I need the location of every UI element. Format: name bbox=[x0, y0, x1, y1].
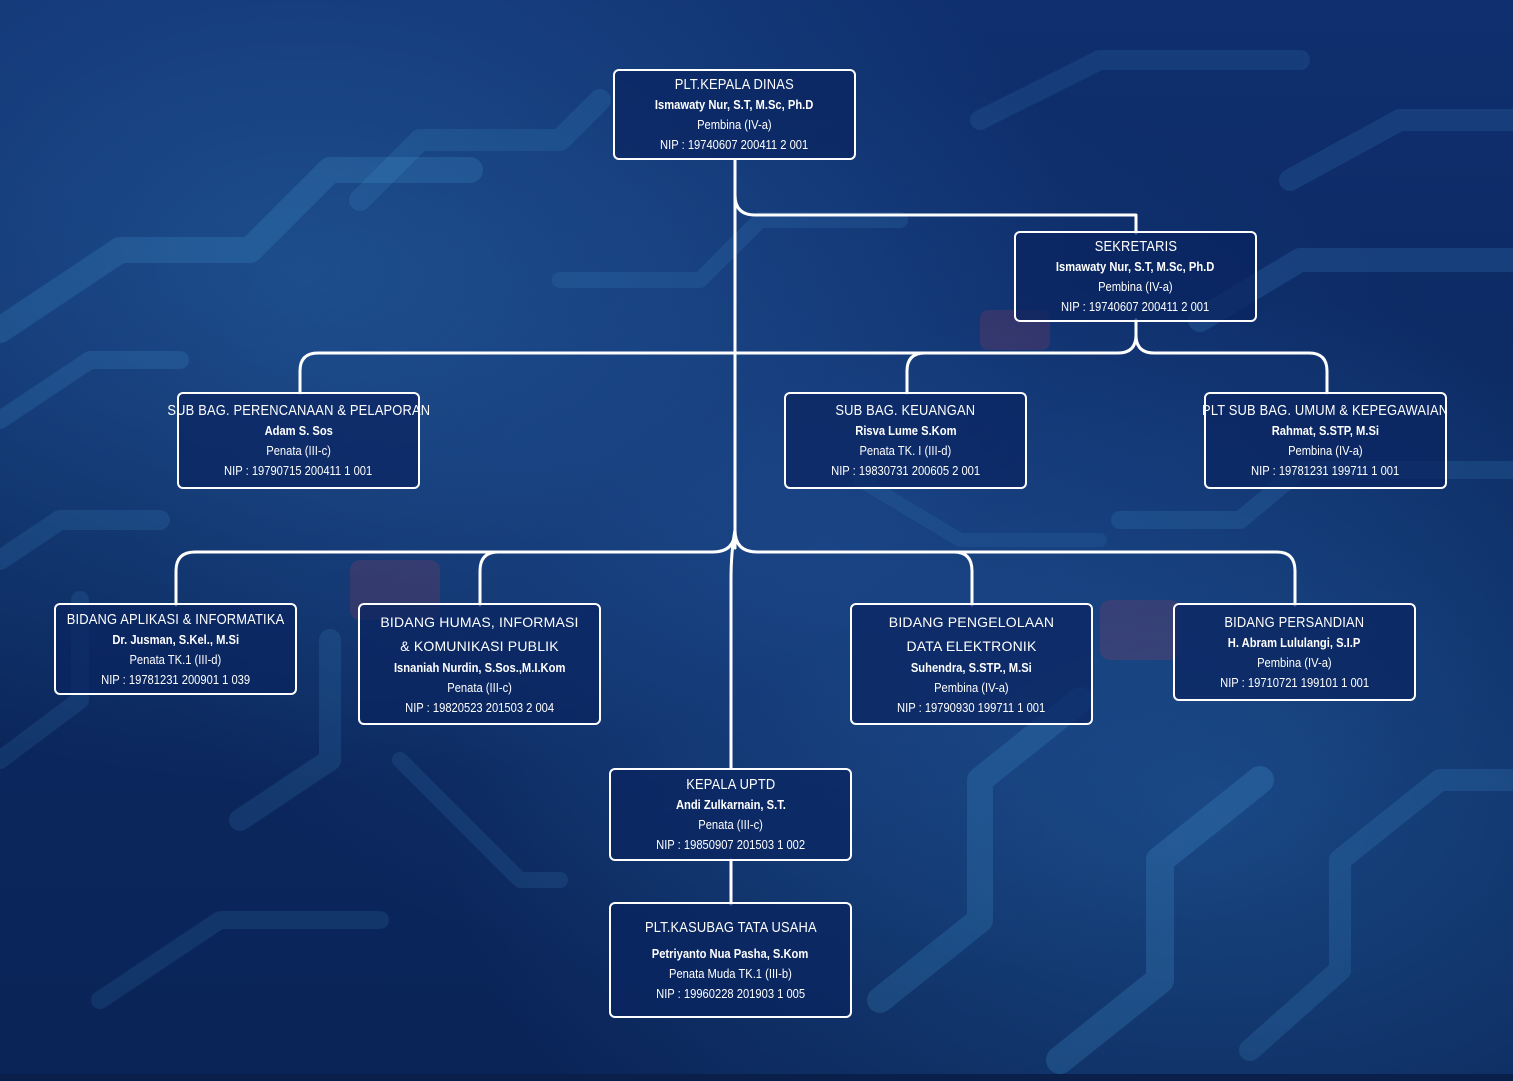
node-name: Ismawaty Nur, S.T, M.Sc, Ph.D bbox=[1056, 259, 1215, 274]
node-nip: NIP : 19960228 201903 1 005 bbox=[656, 985, 805, 1001]
node-title: BIDANG PENGELOLAAN DATA ELEKTRONIK bbox=[888, 614, 1055, 654]
node-title: BIDANG APLIKASI & INFORMATIKA bbox=[66, 610, 285, 628]
node-bidang-humas: BIDANG HUMAS, INFORMASI & KOMUNIKASI PUB… bbox=[358, 603, 601, 725]
node-nip: NIP : 19850907 201503 1 002 bbox=[656, 837, 805, 852]
node-name: H. Abram Lululangi, S.I.P bbox=[1228, 634, 1361, 650]
node-name: Petriyanto Nua Pasha, S.Kom bbox=[652, 945, 809, 961]
node-sub-bag-keuangan: SUB BAG. KEUANGAN Risva Lume S.Kom Penat… bbox=[784, 392, 1027, 489]
node-kasubag-tata-usaha: PLT.KASUBAG TATA USAHA Petriyanto Nua Pa… bbox=[609, 902, 852, 1018]
node-nip: NIP : 19790930 199711 1 001 bbox=[897, 700, 1046, 715]
node-kepala-uptd: KEPALA UPTD Andi Zulkarnain, S.T. Penata… bbox=[609, 768, 852, 861]
node-title: BIDANG PERSANDIAN bbox=[1224, 613, 1365, 631]
node-nip: NIP : 19781231 200901 1 039 bbox=[101, 671, 250, 687]
bottom-edge-strip bbox=[0, 1074, 1513, 1081]
node-nip: NIP : 19740607 200411 2 001 bbox=[660, 137, 809, 152]
node-rank: Penata (III-c) bbox=[698, 817, 763, 832]
node-rank: Pembina (IV-a) bbox=[1288, 443, 1363, 458]
node-rank: Penata (III-c) bbox=[266, 443, 331, 458]
node-bidang-data: BIDANG PENGELOLAAN DATA ELEKTRONIK Suhen… bbox=[850, 603, 1093, 725]
node-name: Rahmat, S.STP, M.Si bbox=[1271, 423, 1380, 438]
node-bidang-persandian: BIDANG PERSANDIAN H. Abram Lululangi, S.… bbox=[1173, 603, 1416, 701]
node-rank: Pembina (IV-a) bbox=[1257, 654, 1332, 670]
node-nip: NIP : 19710721 199101 1 001 bbox=[1220, 674, 1369, 690]
node-rank: Pembina (IV-a) bbox=[1098, 279, 1173, 294]
node-title: KEPALA UPTD bbox=[685, 776, 776, 793]
node-name: Isnaniah Nurdin, S.Sos.,M.I.Kom bbox=[393, 660, 566, 675]
node-name: Adam S. Sos bbox=[264, 423, 333, 438]
node-title: PLT SUB BAG. UMUM & KEPEGAWAIAN bbox=[1202, 402, 1449, 419]
node-name: Risva Lume S.Kom bbox=[854, 423, 957, 438]
node-rank: Penata (III-c) bbox=[447, 680, 512, 695]
node-kepala-dinas: PLT.KEPALA DINAS Ismawaty Nur, S.T, M.Sc… bbox=[613, 69, 856, 160]
node-title: SUB BAG. KEUANGAN bbox=[835, 402, 976, 419]
node-name: Ismawaty Nur, S.T, M.Sc, Ph.D bbox=[655, 97, 814, 112]
node-nip: NIP : 19820523 201503 2 004 bbox=[405, 700, 554, 715]
node-name: Dr. Jusman, S.Kel., M.Si bbox=[112, 631, 239, 647]
node-nip: NIP : 19790715 200411 1 001 bbox=[224, 463, 373, 478]
node-sekretaris: SEKRETARIS Ismawaty Nur, S.T, M.Sc, Ph.D… bbox=[1014, 231, 1257, 322]
node-title: PLT.KEPALA DINAS bbox=[674, 76, 795, 93]
node-bidang-aplikasi: BIDANG APLIKASI & INFORMATIKA Dr. Jusman… bbox=[54, 603, 297, 695]
node-name: Andi Zulkarnain, S.T. bbox=[675, 797, 786, 812]
node-title: BIDANG HUMAS, INFORMASI & KOMUNIKASI PUB… bbox=[380, 614, 579, 654]
node-rank: Pembina (IV-a) bbox=[934, 680, 1009, 695]
node-rank: Penata TK.1 (III-d) bbox=[129, 651, 222, 667]
node-title: SUB BAG. PERENCANAAN & PELAPORAN bbox=[167, 402, 430, 419]
node-rank: Penata TK. I (III-d) bbox=[859, 443, 952, 458]
node-nip: NIP : 19830731 200605 2 001 bbox=[831, 463, 980, 478]
node-rank: Pembina (IV-a) bbox=[697, 117, 772, 132]
node-sub-bag-umum: PLT SUB BAG. UMUM & KEPEGAWAIAN Rahmat, … bbox=[1202, 392, 1449, 489]
node-nip: NIP : 19781231 199711 1 001 bbox=[1251, 463, 1400, 478]
node-rank: Penata Muda TK.1 (III-b) bbox=[669, 965, 792, 981]
node-sub-bag-perencanaan: SUB BAG. PERENCANAAN & PELAPORAN Adam S.… bbox=[167, 392, 430, 489]
node-nip: NIP : 19740607 200411 2 001 bbox=[1061, 299, 1210, 314]
node-title: PLT.KASUBAG TATA USAHA bbox=[644, 918, 817, 936]
node-name: Suhendra, S.STP., M.Si bbox=[911, 660, 1032, 675]
node-title: SEKRETARIS bbox=[1094, 238, 1177, 255]
